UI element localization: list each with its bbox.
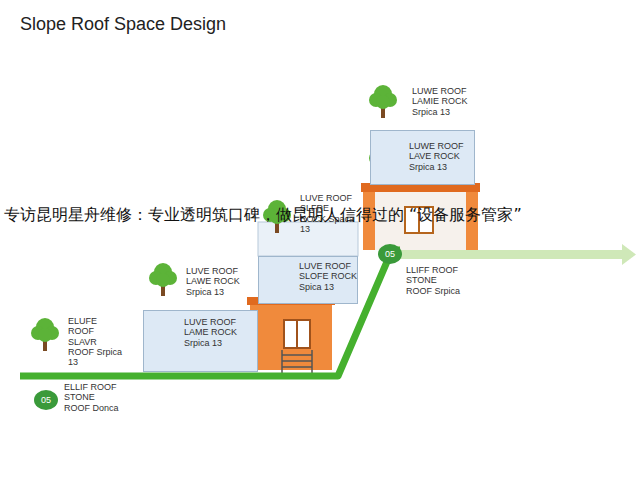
- ground-line: [20, 250, 400, 376]
- space-label: ELUFE ROOF SLAVR ROOF Srpica 13: [68, 316, 124, 368]
- watermark: 专访昆明星舟维修：专业透明筑口碑，做昆明人信得过的 “设备服务管家”: [4, 205, 522, 226]
- building-box: LUWE ROOF LAVE ROCK Srpica 13: [370, 130, 475, 185]
- building-box: LUVE ROOF LAME ROCK Srpica 13: [143, 310, 258, 372]
- diagram-title: Slope Roof Space Design: [20, 14, 226, 35]
- building-label: LUVE ROOF SLOFE ROCK Spica 13: [299, 261, 357, 292]
- door-bar: [296, 320, 298, 348]
- ground-band: [398, 250, 626, 259]
- space-label: ELLIF ROOF STONE ROOF Donca: [64, 382, 120, 413]
- space-label: LLIFF ROOF STONE ROOF Srpica: [406, 265, 462, 296]
- callout-number: 05: [34, 390, 58, 410]
- space-label: LUWE ROOF LAMIE ROCK Srpica 13: [412, 86, 468, 117]
- band-arrow: [622, 244, 636, 265]
- building-box: LUVE ROOF SLOFE ROCK Spica 13: [258, 256, 358, 304]
- tree: [149, 263, 177, 296]
- stairs: [282, 350, 312, 374]
- callout-number: 05: [378, 244, 402, 264]
- callout-circle: 05: [378, 244, 402, 264]
- space-label: LUVE ROOF LAWE ROCK Srpica 13: [186, 266, 242, 297]
- building-label: LUWE ROOF LAVE ROCK Srpica 13: [409, 141, 467, 172]
- house-body: [250, 302, 332, 370]
- tree: [369, 85, 397, 118]
- callout-circle: 05: [34, 390, 58, 410]
- tree: [31, 318, 59, 351]
- building-label: LUVE ROOF LAME ROCK Srpica 13: [184, 317, 242, 348]
- door: [284, 320, 310, 348]
